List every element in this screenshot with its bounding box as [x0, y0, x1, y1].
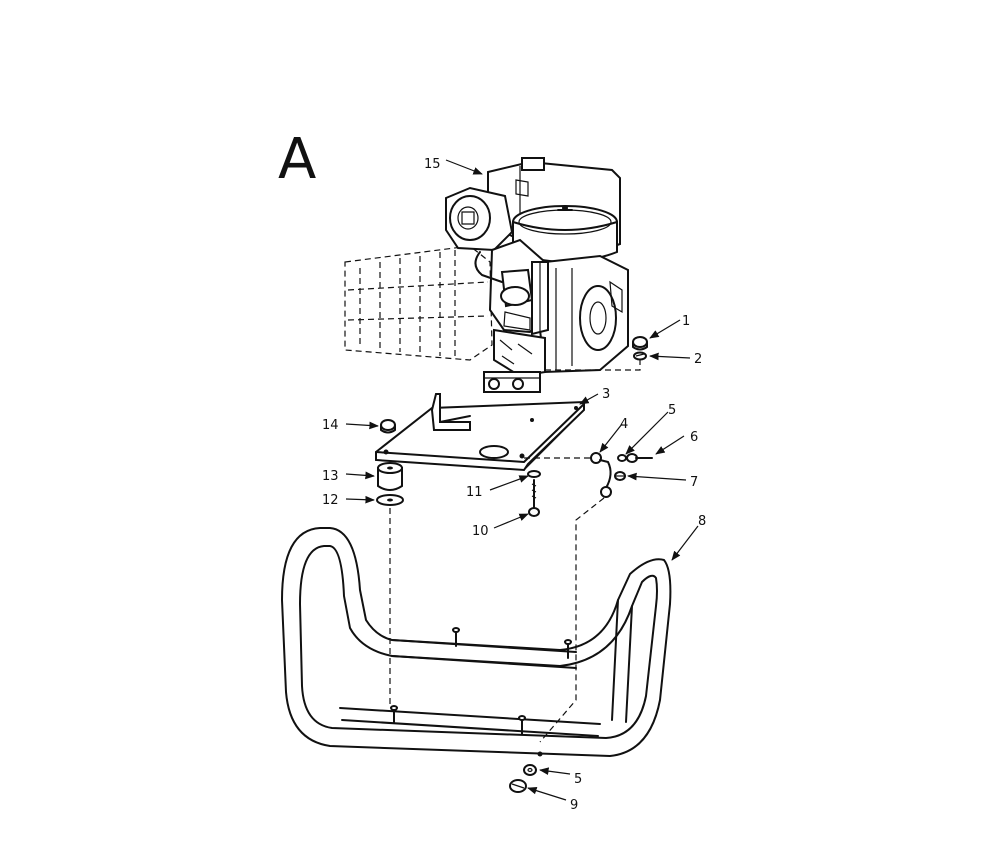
callout-13: 13	[322, 469, 339, 484]
leader-dash-strap	[539, 497, 605, 743]
callout-11: 11	[466, 485, 483, 500]
callout-10: 10	[472, 524, 489, 539]
part-12-washer	[376, 494, 404, 506]
callout-leaders	[345, 159, 699, 801]
frame-studs	[390, 627, 572, 757]
part-7-nut	[614, 471, 626, 481]
part-9-nut	[509, 779, 527, 793]
callout-8: 8	[698, 514, 706, 529]
part-13-vibration-mount	[377, 462, 403, 491]
callout-5-upper: 5	[668, 403, 676, 418]
part-10-bolt	[528, 479, 540, 517]
part-6-screw	[626, 453, 653, 463]
callout-3: 3	[602, 387, 610, 402]
part-5-lockwasher-upper	[617, 454, 627, 462]
figure-letter: A	[278, 127, 316, 192]
callout-12: 12	[322, 493, 339, 508]
callout-labels: 15 1 2 3 4 5 6 7 8 5 9 10 11 12 13 14	[322, 157, 706, 813]
part-1-nut	[632, 336, 648, 351]
callout-1: 1	[682, 314, 690, 329]
callout-4: 4	[620, 417, 628, 432]
part-8-tubular-frame	[281, 527, 672, 757]
part-14-nut	[380, 419, 396, 434]
leader-dash-engine	[545, 352, 641, 371]
callout-7: 7	[690, 475, 698, 490]
part-3-mounting-plate	[375, 393, 585, 472]
callout-5-lower: 5	[574, 772, 582, 787]
callout-9: 9	[570, 798, 578, 813]
part-11-washer	[527, 470, 541, 478]
callout-2: 2	[694, 352, 702, 367]
callout-14: 14	[322, 418, 339, 433]
callout-15: 15	[424, 157, 441, 172]
part-2-lockwasher	[633, 351, 647, 361]
part-4-ground-strap	[590, 452, 612, 498]
engine-assembly	[344, 157, 629, 393]
callout-6: 6	[690, 430, 698, 445]
part-5-lockwasher-lower	[523, 764, 537, 776]
